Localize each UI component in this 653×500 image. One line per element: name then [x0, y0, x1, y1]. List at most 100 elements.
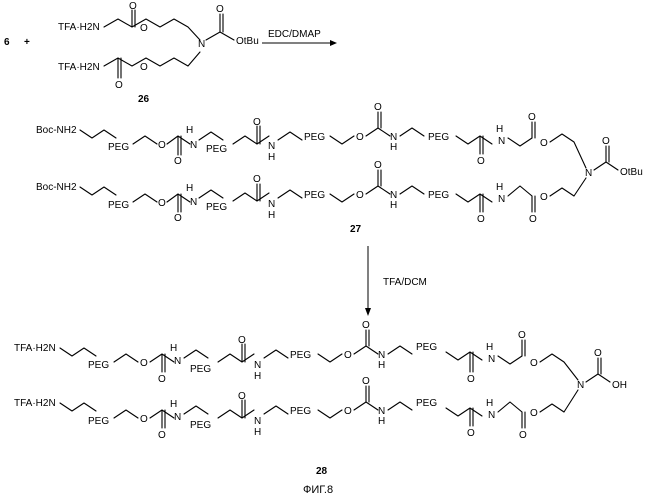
- o-atom: O: [518, 330, 526, 341]
- peg-label: PEG: [290, 350, 311, 361]
- n-atom: N: [498, 194, 505, 205]
- n-atom: N: [268, 199, 275, 210]
- o-atom: O: [467, 428, 475, 439]
- o-atom: O: [374, 160, 382, 171]
- peg-label: PEG: [416, 398, 437, 409]
- peg-label: PEG: [206, 202, 227, 213]
- tertiary-n: N: [585, 168, 592, 179]
- nh-h: H: [378, 360, 385, 371]
- reagent-26-amine-bottom: TFA·H2N: [58, 62, 100, 73]
- o-atom: O: [356, 132, 364, 143]
- o-atom: O: [540, 192, 548, 203]
- n-atom: N: [174, 412, 181, 423]
- o-atom: O: [174, 213, 182, 224]
- peg-label: PEG: [290, 406, 311, 417]
- o-atom: O: [140, 358, 148, 369]
- nh-h: H: [186, 183, 193, 194]
- nh-h: H: [496, 182, 503, 193]
- product-28-structure: TFA·H2N PEG O O H N PEG O N H PEG O O N …: [14, 320, 627, 477]
- n-atom: N: [268, 141, 275, 152]
- nh-h: H: [486, 398, 493, 409]
- o-atom: O: [602, 136, 610, 147]
- arrow-1-conditions: EDC/DMAP: [268, 29, 321, 40]
- peg-label: PEG: [304, 190, 325, 201]
- nh-h: H: [496, 124, 503, 135]
- reagent-26-carbonyl-o-top: O: [129, 1, 137, 12]
- nh-h: H: [378, 416, 385, 427]
- peg-label: PEG: [416, 342, 437, 353]
- reagent-26-amine-top: TFA·H2N: [58, 22, 100, 33]
- o-atom: O: [594, 348, 602, 359]
- plus-sign: +: [24, 37, 30, 48]
- product-amine-top: TFA·H2N: [14, 343, 56, 354]
- o-atom: O: [530, 358, 538, 369]
- reaction-arrow-1: EDC/DMAP: [262, 29, 337, 46]
- o-atom: O: [362, 376, 370, 387]
- peg-label: PEG: [304, 132, 325, 143]
- tertiary-n: N: [577, 380, 584, 391]
- peg-label: PEG: [88, 416, 109, 427]
- reaction-arrow-2: TFA/DCM: [365, 246, 427, 316]
- intermediate-27-structure: Boc-NH2 PEG O O H N PEG O N H PEG O O N …: [36, 102, 643, 235]
- nh-h: H: [390, 142, 397, 153]
- o-atom: O: [253, 174, 261, 185]
- peg-label: PEG: [428, 132, 449, 143]
- boc-nh2-bottom: Boc-NH2: [36, 182, 77, 193]
- o-atom: O: [158, 430, 166, 441]
- o-atom: O: [528, 112, 536, 123]
- reagent-26-otbu: OtBu: [236, 36, 259, 47]
- nh-h: H: [268, 210, 275, 221]
- reagent-26-number: 26: [138, 94, 150, 105]
- o-atom: O: [362, 320, 370, 331]
- nh-h: H: [170, 399, 177, 410]
- reagent-26-ester-o-top: O: [140, 23, 148, 34]
- n-atom: N: [190, 197, 197, 208]
- reagent-26-ester-o-bottom: O: [140, 62, 148, 73]
- nh-h: H: [486, 342, 493, 353]
- product-28-number: 28: [316, 466, 328, 477]
- nh-h: H: [390, 200, 397, 211]
- n-atom: N: [174, 356, 181, 367]
- boc-nh2-top: Boc-NH2: [36, 125, 77, 136]
- o-atom: O: [530, 408, 538, 419]
- nh-h: H: [254, 427, 261, 438]
- n-atom: N: [254, 360, 261, 371]
- o-atom: O: [158, 198, 166, 209]
- peg-label: PEG: [206, 144, 227, 155]
- reagent-26-tertiary-n: N: [198, 39, 205, 50]
- o-atom: O: [158, 374, 166, 385]
- nh-h: H: [186, 125, 193, 136]
- n-atom: N: [190, 140, 197, 151]
- o-atom: O: [344, 350, 352, 361]
- product-amine-bottom: TFA·H2N: [14, 398, 56, 409]
- o-atom: O: [477, 214, 485, 225]
- nh-h: H: [268, 152, 275, 163]
- o-atom: O: [529, 214, 537, 225]
- nh-h: H: [170, 343, 177, 354]
- reagent-26-acid-o: O: [216, 4, 224, 15]
- o-atom: O: [238, 335, 246, 346]
- arrow-2-conditions: TFA/DCM: [383, 277, 427, 288]
- o-atom: O: [174, 156, 182, 167]
- n-atom: N: [498, 136, 505, 147]
- peg-label: PEG: [190, 364, 211, 375]
- peg-label: PEG: [108, 200, 129, 211]
- peg-label: PEG: [428, 190, 449, 201]
- peg-label: PEG: [88, 360, 109, 371]
- figure-caption: ФИГ.8: [303, 484, 333, 496]
- otbu-label: OtBu: [620, 167, 643, 178]
- peg-label: PEG: [108, 142, 129, 153]
- n-atom: N: [254, 416, 261, 427]
- acid-oh-label: OH: [612, 380, 627, 391]
- o-atom: O: [356, 190, 364, 201]
- n-atom: N: [488, 354, 495, 365]
- n-atom: N: [488, 410, 495, 421]
- intermediate-27-number: 27: [350, 224, 362, 235]
- o-atom: O: [253, 117, 261, 128]
- o-atom: O: [467, 374, 475, 385]
- nh-h: H: [254, 371, 261, 382]
- o-atom: O: [140, 414, 148, 425]
- reagent-26-carbonyl-o-bottom: O: [115, 80, 123, 91]
- o-atom: O: [477, 156, 485, 167]
